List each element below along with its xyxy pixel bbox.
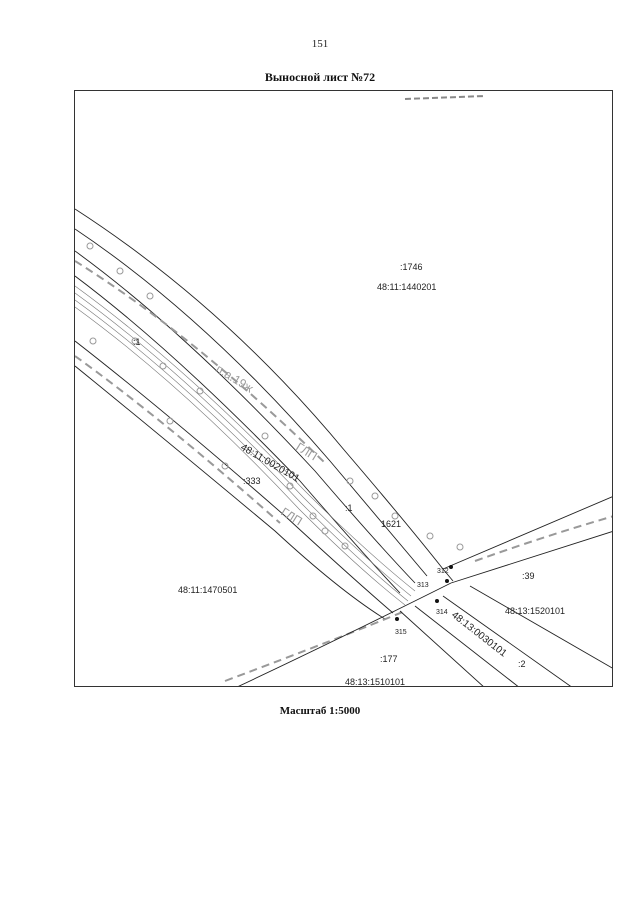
- strip-label-0030101: 48:13:0030101: [449, 610, 509, 660]
- lower-branch: [238, 582, 452, 686]
- point-label-313: 313: [417, 582, 429, 589]
- cadastral-map: :1746 48:11:1440201 :333 1621 48:11:1470…: [75, 95, 612, 687]
- parcel-label-1621: 1621: [381, 519, 401, 529]
- scale-caption: Масштаб 1:5000: [279, 705, 361, 717]
- point-label-315: 315: [395, 629, 407, 636]
- lower-strip: [399, 585, 612, 686]
- top-hatch: [404, 95, 486, 100]
- parcel-label-333: :333: [243, 476, 261, 486]
- tree-symbols: [86, 242, 464, 551]
- parcel-label-1440201: 48:11:1440201: [377, 282, 436, 292]
- parcel-label-1746: :1746: [400, 262, 423, 272]
- parcel-label-2: :2: [518, 659, 526, 669]
- road-label-glp-2: ГЛП: [278, 505, 304, 529]
- parcel-label-1-mid: :1: [345, 503, 353, 513]
- road-label-glp-1: ГЛП: [293, 440, 319, 464]
- survey-points: [395, 565, 453, 621]
- point-label-314: 314: [436, 609, 448, 616]
- map-frame: :1746 48:11:1440201 :333 1621 48:11:1470…: [74, 90, 613, 687]
- page-number: 151: [311, 38, 329, 50]
- sheet-title: Выносной лист №72: [264, 70, 376, 84]
- parcel-label-1470501: 48:11:1470501: [178, 585, 237, 595]
- parcel-label-1510101: 48:13:1510101: [345, 677, 405, 687]
- road-lines: [75, 285, 416, 606]
- right-branch: [442, 496, 612, 584]
- parcel-label-177: :177: [380, 654, 398, 664]
- parcel-label-1-left: :1: [133, 337, 141, 347]
- main-corridor: [75, 208, 444, 620]
- parcel-label-39: :39: [522, 571, 535, 581]
- dashed-boundaries: [75, 260, 612, 682]
- parcel-label-1520101: 48:13:1520101: [505, 606, 565, 616]
- road-label-pa19zh: п.а.19ж: [213, 362, 255, 396]
- point-label-312: 312: [437, 568, 449, 575]
